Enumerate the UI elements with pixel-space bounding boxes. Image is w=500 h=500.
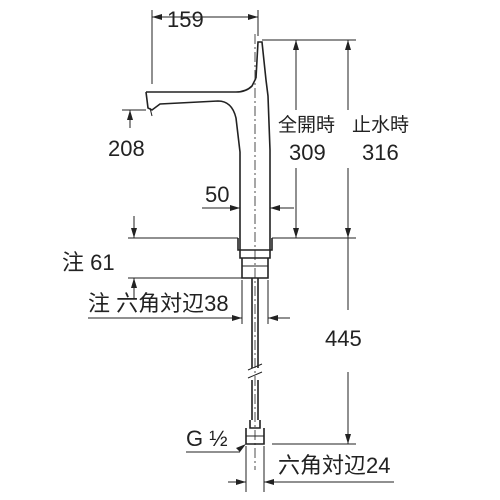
thread-label: G ½ [186, 426, 228, 451]
dim-50-label: 50 [205, 182, 229, 207]
stop-label: 止水時 [352, 114, 409, 136]
dim-61 [128, 216, 242, 298]
dim-hex-24-label: 六角対辺24 [278, 453, 390, 478]
dim-50 [202, 196, 294, 214]
dim-thread [186, 444, 246, 453]
dim-hex-24 [228, 446, 394, 492]
dim-316-label: 316 [362, 140, 399, 165]
dim-445 [272, 238, 356, 445]
dim-208 [122, 109, 146, 128]
dim-309-label: 309 [289, 140, 326, 165]
dim-208-label: 208 [108, 136, 145, 161]
dim-61-label: 注 61 [62, 250, 115, 275]
dim-309-316 [262, 39, 356, 239]
faucet-outline [145, 41, 273, 445]
dim-hex-38 [88, 280, 290, 324]
dim-159 [151, 10, 259, 84]
dim-hex-38-label: 注 六角対辺38 [88, 291, 229, 316]
dim-159-label: 159 [167, 7, 204, 32]
dim-445-label: 445 [325, 326, 362, 351]
full-open-label: 全開時 [278, 114, 335, 136]
